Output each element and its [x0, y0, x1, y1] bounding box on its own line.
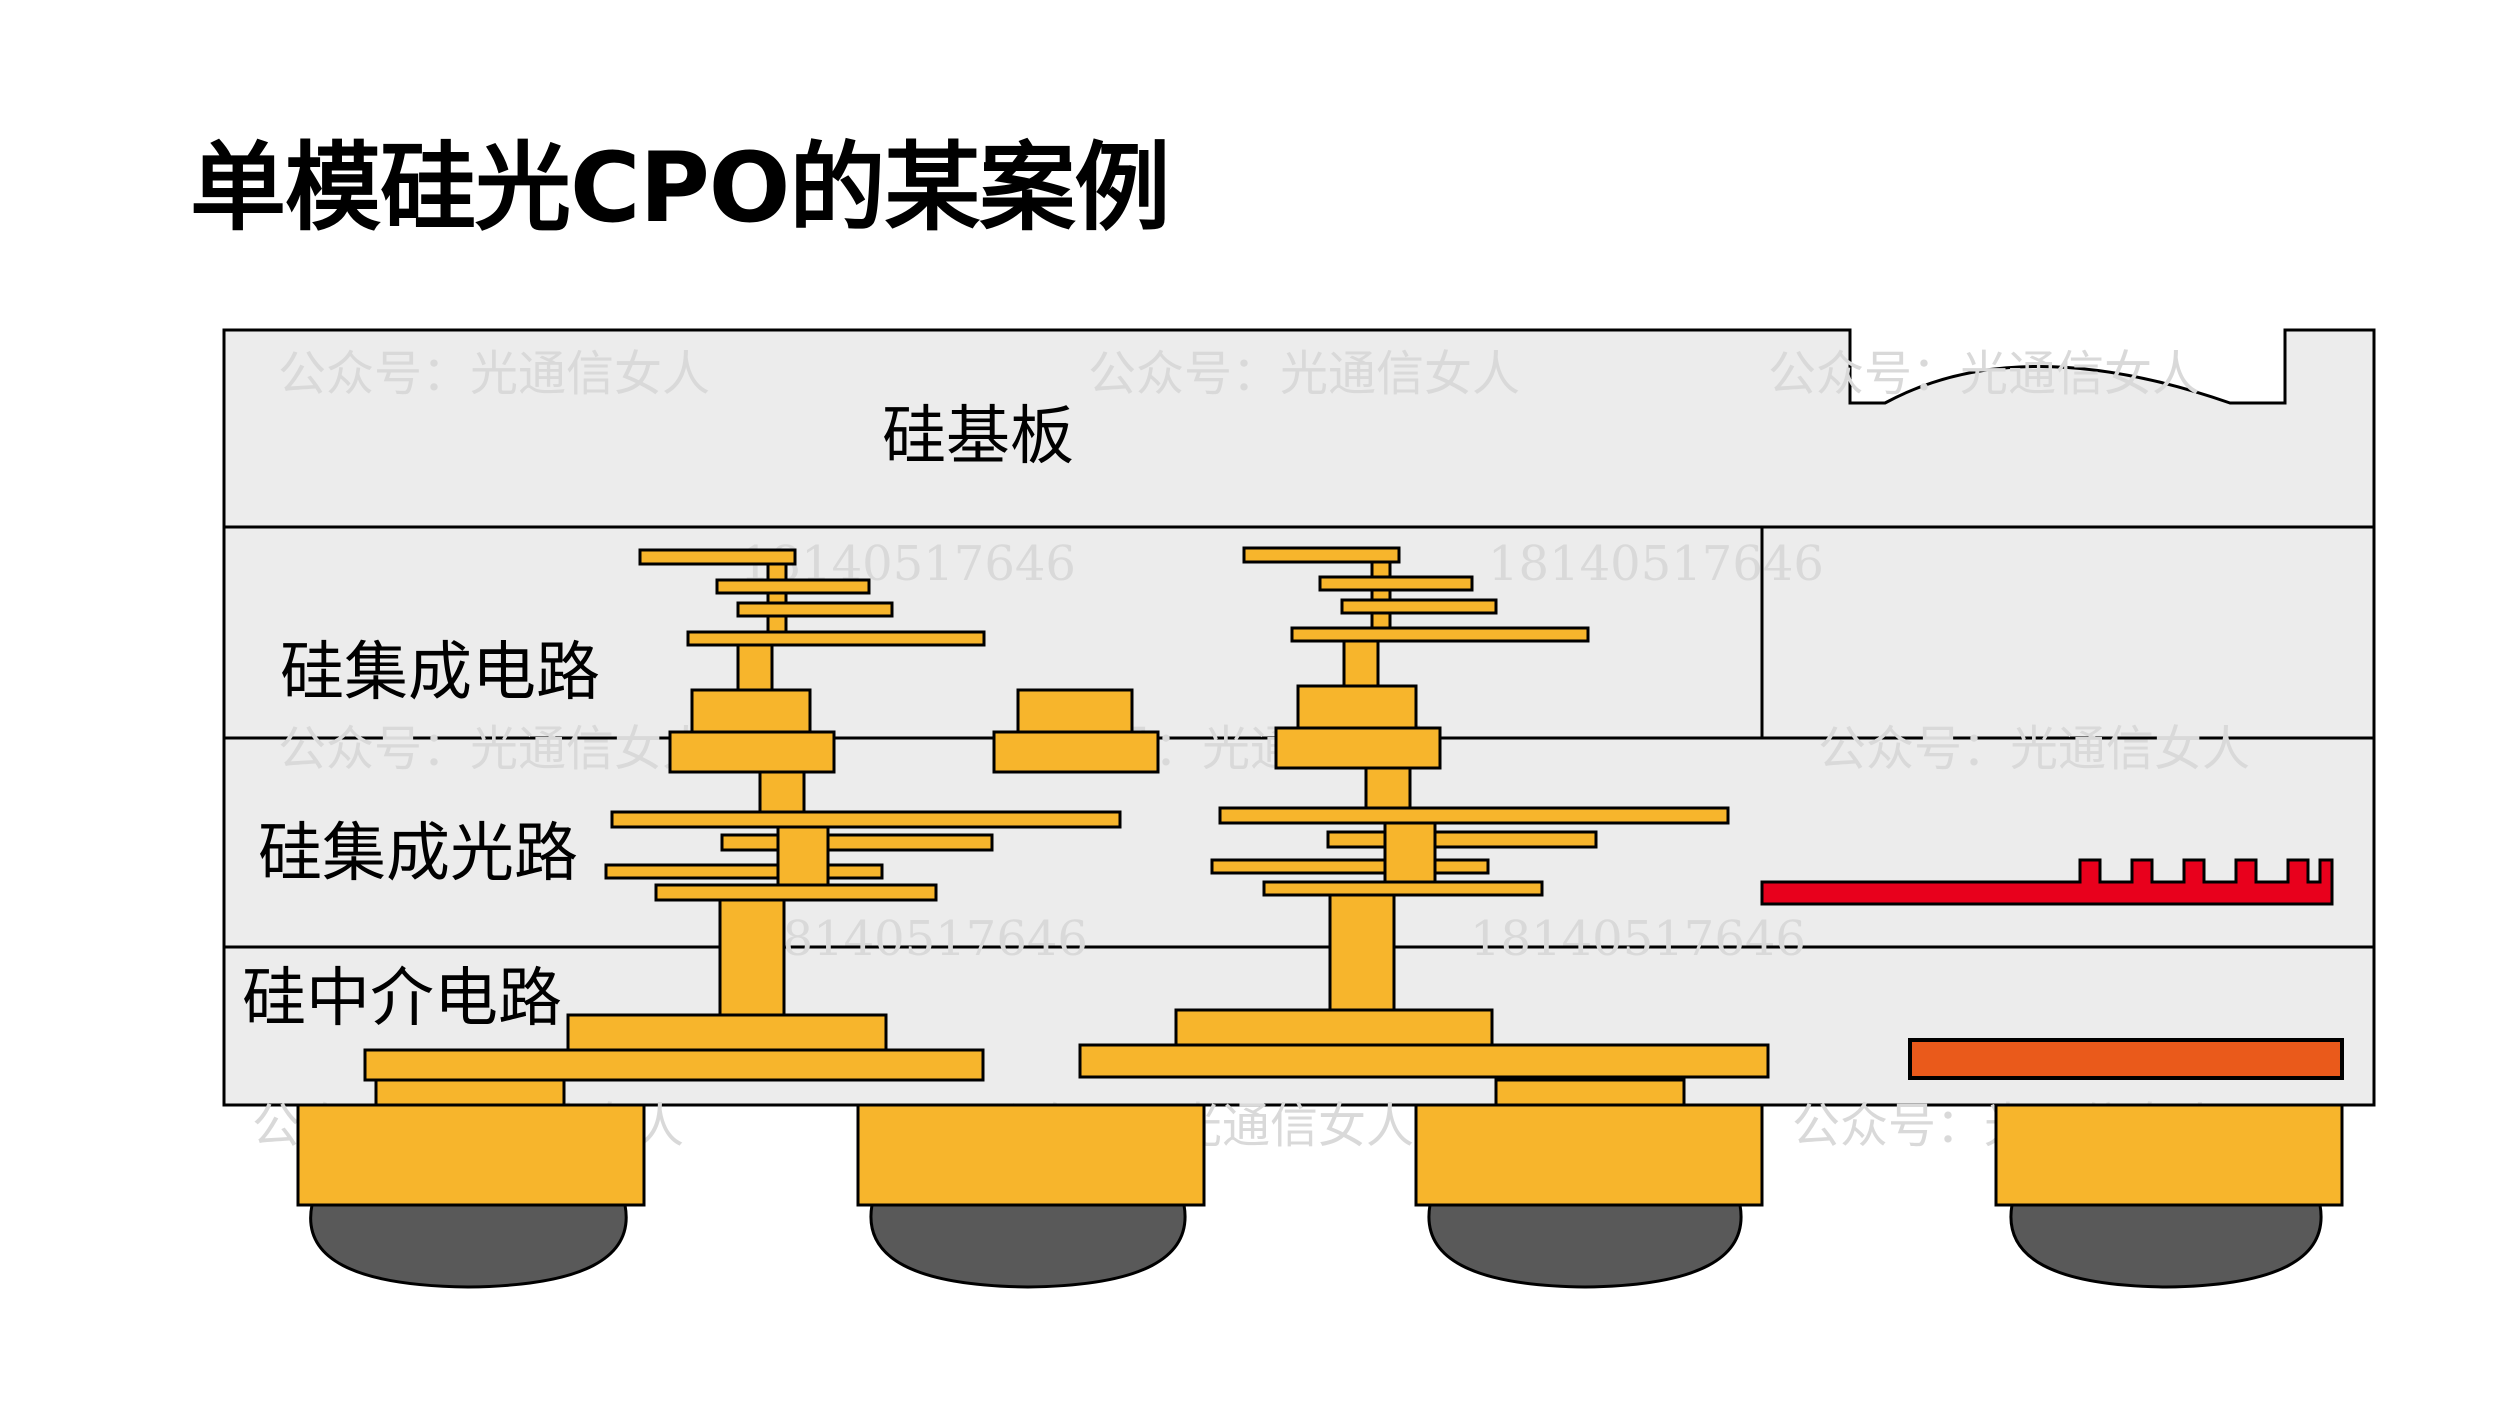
via — [1383, 821, 1437, 884]
via — [1364, 766, 1412, 810]
watermark-account: 公众号：光通信女人 — [1818, 721, 2250, 777]
interposer-label: 硅中介电路 — [242, 962, 562, 1036]
eic-trace — [1318, 575, 1474, 592]
bump-pad — [856, 1103, 1206, 1207]
pic-trace — [610, 810, 1122, 829]
interposer-wide-trace — [363, 1048, 985, 1082]
eic-trace — [736, 601, 894, 618]
pic-trace — [1210, 858, 1490, 875]
via — [718, 898, 786, 1017]
eic-pad — [690, 688, 812, 734]
bump-pad — [1414, 1103, 1764, 1207]
watermark-account: 公众号：光通信女人 — [1088, 346, 1520, 402]
watermark-phone: 18140517646 — [752, 911, 1088, 967]
eic-trace — [1242, 546, 1401, 564]
watermark-phone: 18140517646 — [1470, 911, 1806, 967]
eic-pad — [1296, 684, 1418, 730]
via — [736, 643, 774, 692]
metal-interconnects — [296, 546, 2344, 1207]
silicon-substrate-layer — [222, 328, 2376, 529]
pic-trace — [1218, 806, 1730, 825]
eic-trace — [1290, 626, 1590, 643]
substrate-label: 硅基板 — [882, 400, 1074, 474]
watermark-account: 公众号：光通信女人 — [278, 346, 710, 402]
watermark-phone: 18140517646 — [1488, 536, 1824, 592]
solder-bump — [2009, 1203, 2323, 1289]
eic-trace — [638, 548, 797, 566]
pic-trace — [1326, 830, 1598, 849]
electronic-ic-right-block — [1760, 525, 2376, 740]
bump-pad — [1994, 1103, 2344, 1207]
solder-bumps — [309, 1203, 2323, 1289]
eic-trace — [1340, 598, 1498, 615]
watermark-account: 公众号：光通信女人 — [278, 721, 710, 777]
page-title: 单模硅光CPO的某案例 — [190, 132, 1170, 244]
center-pad — [1016, 688, 1134, 734]
eic-trace — [686, 630, 986, 647]
pad-connector — [374, 1078, 566, 1107]
solder-bump — [1427, 1203, 1743, 1289]
eic-trace — [715, 578, 871, 595]
eic-pad — [1274, 726, 1442, 770]
interposer-step — [566, 1013, 888, 1052]
pic-trace — [1262, 880, 1544, 897]
electronic-ic-label: 硅集成电路 — [280, 636, 600, 710]
pad-connector — [1494, 1078, 1686, 1107]
via — [776, 825, 830, 887]
bump-pad — [296, 1103, 646, 1207]
laser-block — [1908, 1038, 2344, 1080]
pic-trace — [604, 863, 884, 880]
via — [1328, 893, 1396, 1012]
center-pad — [992, 730, 1160, 774]
interposer-wide-trace — [1078, 1043, 1770, 1079]
pic-trace — [720, 833, 994, 852]
via — [1370, 555, 1392, 630]
photonic-ic-label: 硅集成光路 — [258, 817, 578, 891]
via — [1342, 639, 1380, 688]
via — [766, 558, 788, 634]
solder-bump — [309, 1203, 628, 1289]
solder-bump — [869, 1203, 1187, 1289]
watermark-account: 公众号：光通信女人 — [1768, 346, 2200, 402]
eic-pad — [668, 730, 836, 774]
waveguide-grating-coupler — [1760, 858, 2334, 906]
interposer-step — [1174, 1008, 1494, 1047]
pic-trace — [654, 883, 938, 902]
photonic-ic-layer — [222, 736, 2376, 949]
via — [758, 770, 806, 814]
